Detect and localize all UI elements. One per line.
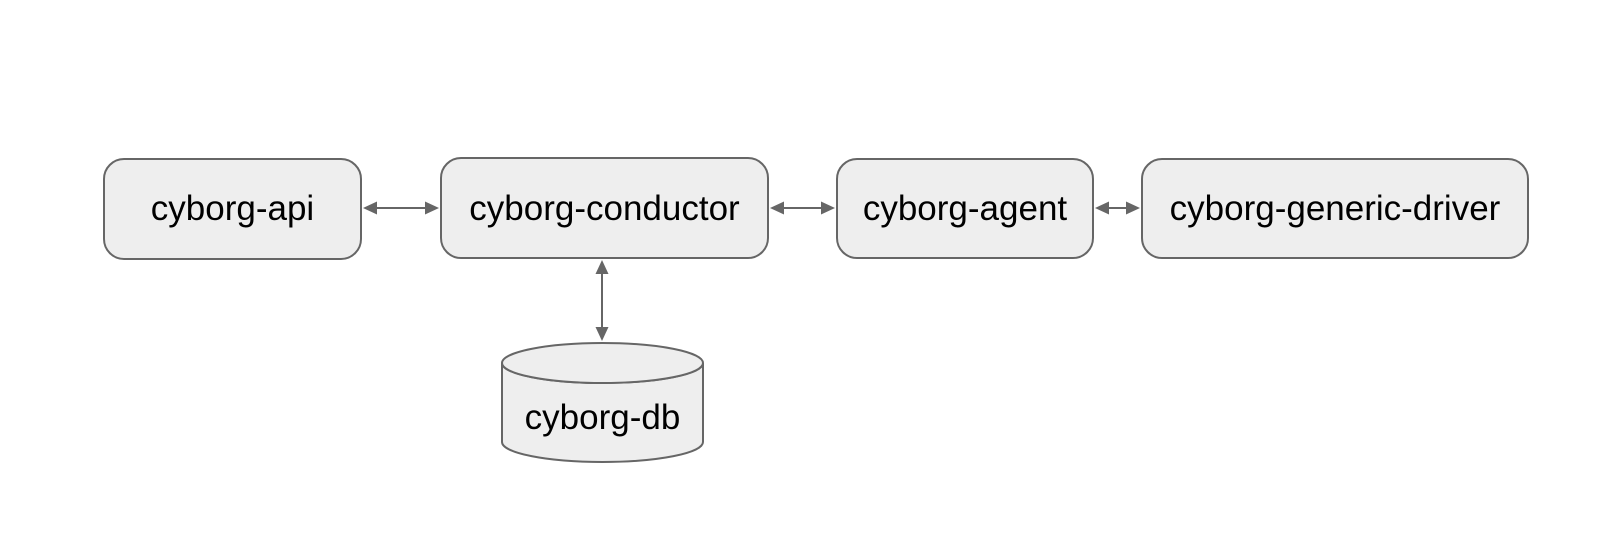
node-box-cyborg-generic-driver — [1141, 158, 1529, 259]
node-cyborg-generic-driver: cyborg-generic-driver — [1141, 158, 1529, 259]
node-label-cyborg-agent: cyborg-agent — [863, 189, 1068, 228]
edge-cyborg-conductor-cyborg-db — [595, 260, 609, 341]
node-cyborg-agent: cyborg-agent — [836, 158, 1094, 259]
node-box-cyborg-agent — [836, 158, 1094, 259]
edge-cyborg-api-cyborg-conductor — [363, 201, 439, 215]
node-label-cyborg-api: cyborg-api — [151, 189, 314, 228]
node-cyborg-db: cyborg-db — [501, 342, 704, 463]
node-box-cyborg-conductor — [440, 157, 769, 259]
database-cylinder-top — [501, 342, 704, 384]
arrowhead-right-icon — [821, 201, 835, 215]
node-label-cyborg-generic-driver: cyborg-generic-driver — [1170, 189, 1501, 228]
arrowhead-down-icon — [595, 327, 609, 341]
node-label-cyborg-conductor: cyborg-conductor — [469, 189, 740, 228]
arrowhead-left-icon — [1095, 201, 1109, 215]
edge-cyborg-conductor-cyborg-agent — [770, 201, 835, 215]
edge-cyborg-agent-cyborg-generic-driver — [1095, 201, 1140, 215]
arrowhead-right-icon — [1126, 201, 1140, 215]
node-cyborg-api: cyborg-api — [103, 158, 362, 260]
node-label-cyborg-db: cyborg-db — [525, 398, 681, 437]
arrowhead-right-icon — [425, 201, 439, 215]
arrowhead-left-icon — [363, 201, 377, 215]
arrowhead-left-icon — [770, 201, 784, 215]
arrowhead-up-icon — [595, 260, 609, 274]
node-cyborg-conductor: cyborg-conductor — [440, 157, 769, 259]
node-box-cyborg-api — [103, 158, 362, 260]
